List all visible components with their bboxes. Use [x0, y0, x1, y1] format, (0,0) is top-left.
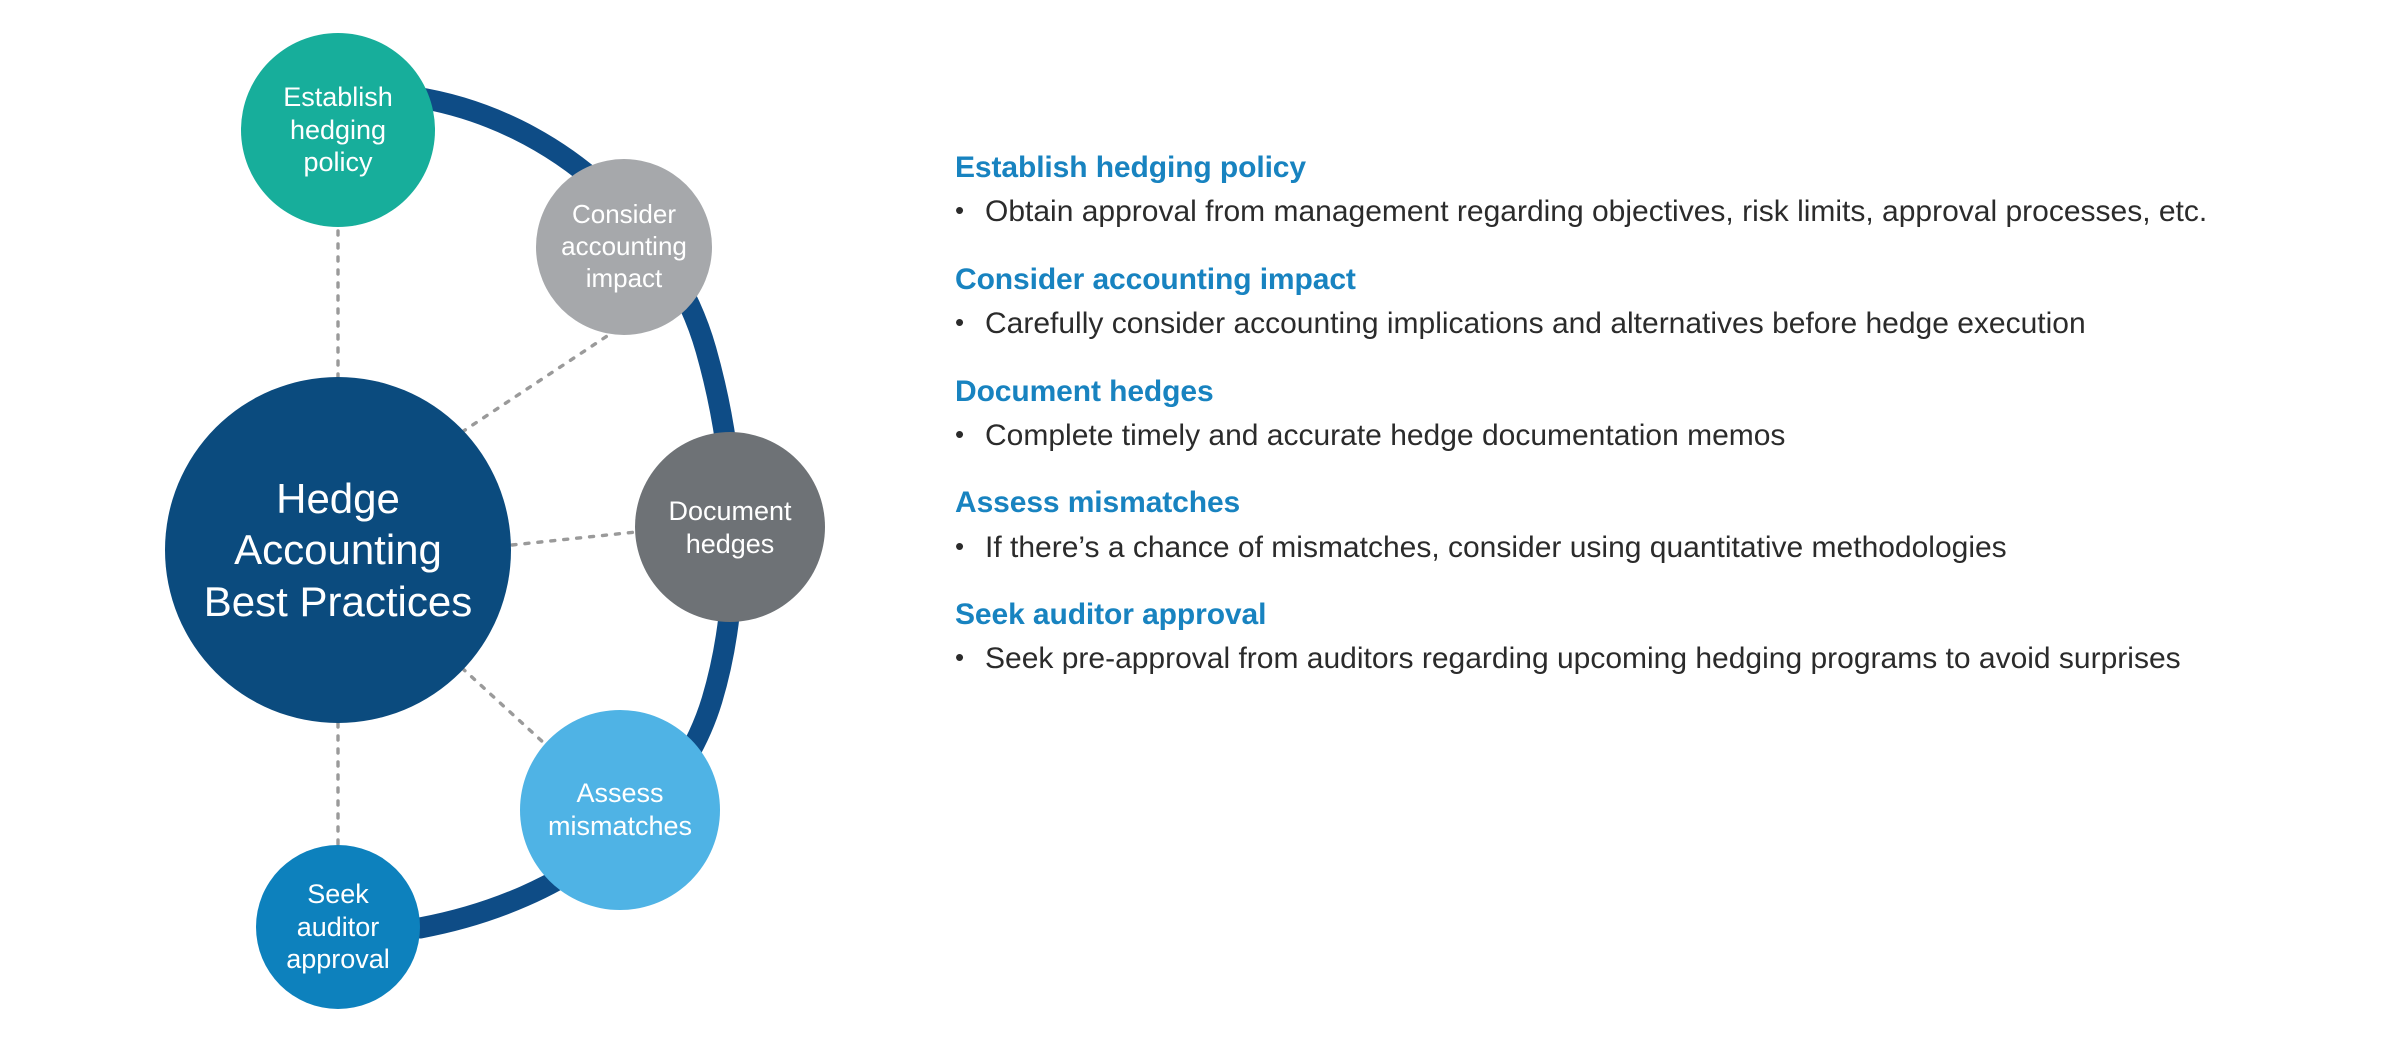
- list-item: • Obtain approval from management regard…: [955, 191, 2355, 234]
- bullet-icon: •: [955, 306, 965, 337]
- node-circle-assess[interactable]: [520, 710, 720, 910]
- best-practices-list: Establish hedging policy • Obtain approv…: [955, 148, 2355, 681]
- list-item-text: Seek pre-approval from auditors regardin…: [985, 642, 2181, 676]
- node-circle-seek[interactable]: [256, 845, 420, 1009]
- section-document-hedges: Document hedges • Complete timely and ac…: [955, 372, 2355, 458]
- bullet-icon: •: [955, 195, 965, 226]
- connector-assess: [460, 666, 547, 746]
- list-item: • Complete timely and accurate hedge doc…: [955, 415, 2355, 458]
- section-heading: Seek auditor approval: [955, 598, 1267, 632]
- list-item-text: Obtain approval from management regardin…: [985, 195, 2208, 229]
- section-consider-accounting-impact: Consider accounting impact • Carefully c…: [955, 260, 2355, 346]
- hedge-accounting-diagram: Hedge Accounting Best Practices Establis…: [0, 0, 960, 1048]
- connector-consider: [460, 303, 656, 434]
- diagram-graphics: [165, 33, 825, 1009]
- bullet-icon: •: [955, 418, 965, 449]
- bullet-icon: •: [955, 642, 965, 673]
- list-item: • If there’s a chance of mismatches, con…: [955, 527, 2355, 570]
- section-heading: Assess mismatches: [955, 486, 1241, 520]
- list-item: • Seek pre-approval from auditors regard…: [955, 638, 2355, 681]
- node-circle-center[interactable]: [165, 377, 511, 723]
- section-heading: Establish hedging policy: [955, 151, 1306, 184]
- list-item-text: Complete timely and accurate hedge docum…: [985, 418, 1786, 452]
- node-circle-establish[interactable]: [241, 33, 435, 227]
- node-circle-document[interactable]: [635, 432, 825, 622]
- section-seek-auditor-approval: Seek auditor approval • Seek pre-approva…: [955, 595, 2355, 681]
- list-item-text: If there’s a chance of mismatches, consi…: [985, 530, 2007, 564]
- bullet-icon: •: [955, 530, 965, 561]
- list-item-text: Carefully consider accounting implicatio…: [985, 306, 2086, 340]
- node-circle-consider[interactable]: [536, 159, 712, 335]
- section-heading: Consider accounting impact: [955, 262, 1356, 296]
- list-item: • Carefully consider accounting implicat…: [955, 303, 2355, 346]
- connector-document: [510, 530, 638, 547]
- section-establish-hedging-policy: Establish hedging policy • Obtain approv…: [955, 148, 2355, 234]
- section-heading: Document hedges: [955, 374, 1214, 408]
- section-assess-mismatches: Assess mismatches • If there’s a chance …: [955, 483, 2355, 569]
